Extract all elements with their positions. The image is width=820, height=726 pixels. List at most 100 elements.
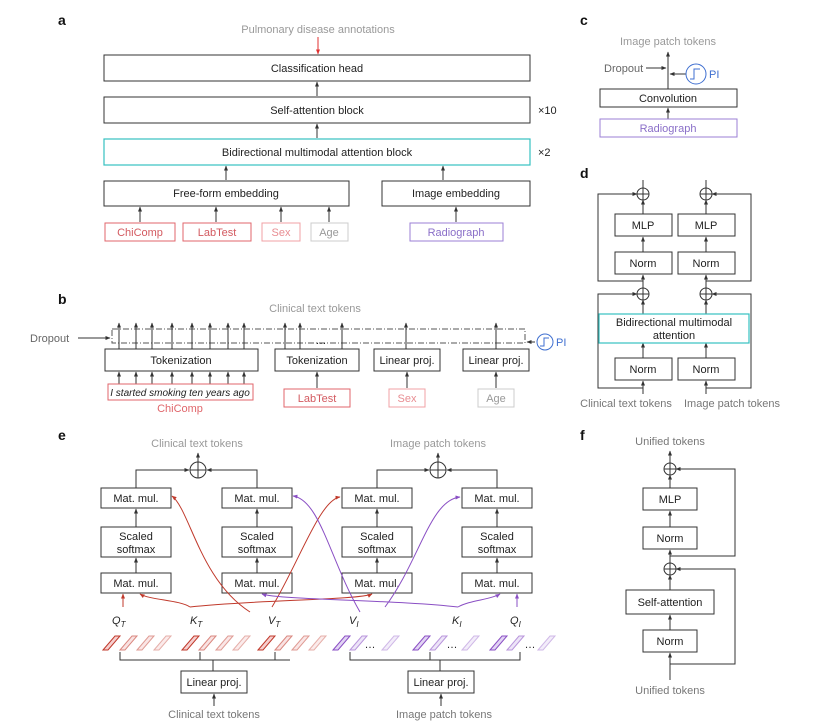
d-norm-left-bottom — [614, 357, 673, 381]
e-ellipsis-3: … — [525, 639, 536, 651]
radiograph-input — [409, 222, 504, 242]
classification-head-box — [103, 54, 531, 82]
d-mlp-right — [677, 213, 736, 237]
d-mlp-left-label: MLP — [632, 220, 655, 232]
d-mlp-right-label: MLP — [695, 220, 718, 232]
d-norm-right-top — [677, 251, 736, 275]
self-attention-block-label: Self-attention block — [270, 105, 364, 117]
e-purple-curves — [261, 494, 519, 613]
panel-c-pi-icon — [685, 63, 707, 85]
f-norm-bottom-label: Norm — [657, 636, 684, 648]
panel-b-letter: b — [58, 291, 67, 307]
classification-head-label: Classification head — [271, 63, 363, 75]
tokenization2-box — [274, 348, 360, 372]
freeform-embedding-label: Free-form embedding — [173, 188, 279, 200]
age-box-b — [477, 388, 515, 408]
e-matmul-2: Mat. mul. — [113, 578, 158, 590]
chicomp-label: ChiComp — [117, 227, 163, 239]
e-qt-label: QT — [112, 615, 127, 629]
token-arrows — [117, 322, 498, 349]
panel-c-pi-label: PI — [709, 69, 719, 81]
d-bimodal-line2: attention — [653, 330, 695, 342]
tokenization2-label: Tokenization — [286, 355, 347, 367]
e-softmax-4: softmax — [478, 544, 517, 556]
e-ellipsis-1: … — [365, 639, 376, 651]
e-ki-label: KI — [452, 615, 462, 629]
age-label-b: Age — [486, 393, 506, 405]
pi-label: PI — [556, 337, 566, 349]
pi-icon — [536, 333, 554, 351]
dropout-label: Dropout — [30, 333, 69, 345]
e-softmax-1: softmax — [117, 544, 156, 556]
linear2-label: Linear proj. — [468, 355, 523, 367]
sentence-text: I started smoking ten years ago — [110, 388, 250, 399]
e-matmul-3: Mat. mul. — [234, 493, 279, 505]
labtest-input — [182, 222, 252, 242]
f-mlp-label: MLP — [659, 494, 682, 506]
e-col-2: Mat. mul. Scaled softmax Mat. mul. — [221, 487, 293, 594]
panel-f-letter: f — [580, 427, 585, 443]
d-norm-left-top — [614, 251, 673, 275]
sex-label-b: Sex — [398, 393, 417, 405]
tokenization1-box — [104, 348, 259, 372]
d-norm-right-top-label: Norm — [693, 258, 720, 270]
panel-c-radiograph-label: Radiograph — [640, 123, 697, 135]
chicomp-caption: ChiComp — [157, 403, 203, 415]
e-matmul-6: Mat. mul. — [354, 578, 399, 590]
f-top-label: Unified tokens — [635, 436, 705, 448]
tokenization1-label: Tokenization — [150, 355, 211, 367]
e-text-tokens — [101, 635, 328, 651]
e-linear-right — [407, 670, 475, 694]
e-matmul-5: Mat. mul. — [354, 493, 399, 505]
e-linear-left — [180, 670, 248, 694]
panel-c: c Image patch tokens Dropout PI Convolut… — [580, 12, 738, 138]
panel-d-right: MLP Norm Norm — [677, 180, 752, 394]
d-norm-right-bottom — [677, 357, 736, 381]
f-self-attention-label: Self-attention — [638, 597, 703, 609]
panel-c-top-label: Image patch tokens — [620, 36, 717, 48]
panel-a: a Pulmonary disease annotations Classifi… — [58, 12, 557, 242]
bimodal-block-label: Bidirectional multimodal attention block — [222, 147, 413, 159]
d-bimodal-line1: Bidirectional multimodal — [616, 317, 732, 329]
e-vi-label: VI — [349, 615, 359, 629]
panel-c-radiograph-box — [599, 118, 738, 138]
panel-f: f Unified tokens MLP Norm Self-attention… — [580, 427, 736, 697]
labtest-label-b: LabTest — [298, 393, 337, 405]
e-matmul-7: Mat. mul. — [474, 493, 519, 505]
convolution-label: Convolution — [639, 93, 697, 105]
dropout-region — [111, 328, 526, 344]
f-norm-top-label: Norm — [657, 533, 684, 545]
sex-label: Sex — [272, 227, 291, 239]
bimodal-block-box — [103, 138, 531, 166]
sentence-box — [107, 383, 254, 401]
linear1-label: Linear proj. — [379, 355, 434, 367]
e-col-1: Mat. mul. Scaled softmax Mat. mul. — [100, 487, 172, 594]
panel-c-dropout: Dropout — [604, 63, 643, 75]
e-bottom-right: Image patch tokens — [396, 709, 493, 721]
d-bimodal-box — [598, 313, 750, 344]
token-ellipsis: … — [316, 335, 327, 347]
panel-d: d MLP Norm Norm — [580, 165, 780, 410]
e-matmul-1: Mat. mul. — [113, 493, 158, 505]
self-attention-repeat: ×10 — [538, 105, 557, 117]
bimodal-repeat: ×2 — [538, 147, 551, 159]
e-linear-right-label: Linear proj. — [413, 677, 468, 689]
d-norm-left-bottom-label: Norm — [630, 364, 657, 376]
f-mlp — [642, 487, 698, 511]
e-ellipsis-2: … — [447, 639, 458, 651]
e-red-curves — [121, 495, 373, 613]
e-qi-label: QI — [510, 615, 522, 629]
linear1-box — [373, 348, 441, 372]
panel-a-top-label: Pulmonary disease annotations — [241, 24, 395, 36]
f-bottom-label: Unified tokens — [635, 685, 705, 697]
e-softmax-2: softmax — [238, 544, 277, 556]
radiograph-label: Radiograph — [428, 227, 485, 239]
image-embedding-box — [381, 180, 531, 207]
e-linear-left-label: Linear proj. — [186, 677, 241, 689]
panel-d-left: MLP Norm Norm — [597, 180, 673, 394]
d-norm-right-bottom-label: Norm — [693, 364, 720, 376]
chicomp-input — [104, 222, 176, 242]
d-bottom-right: Image patch tokens — [684, 398, 781, 410]
freeform-embedding-box — [103, 180, 350, 207]
